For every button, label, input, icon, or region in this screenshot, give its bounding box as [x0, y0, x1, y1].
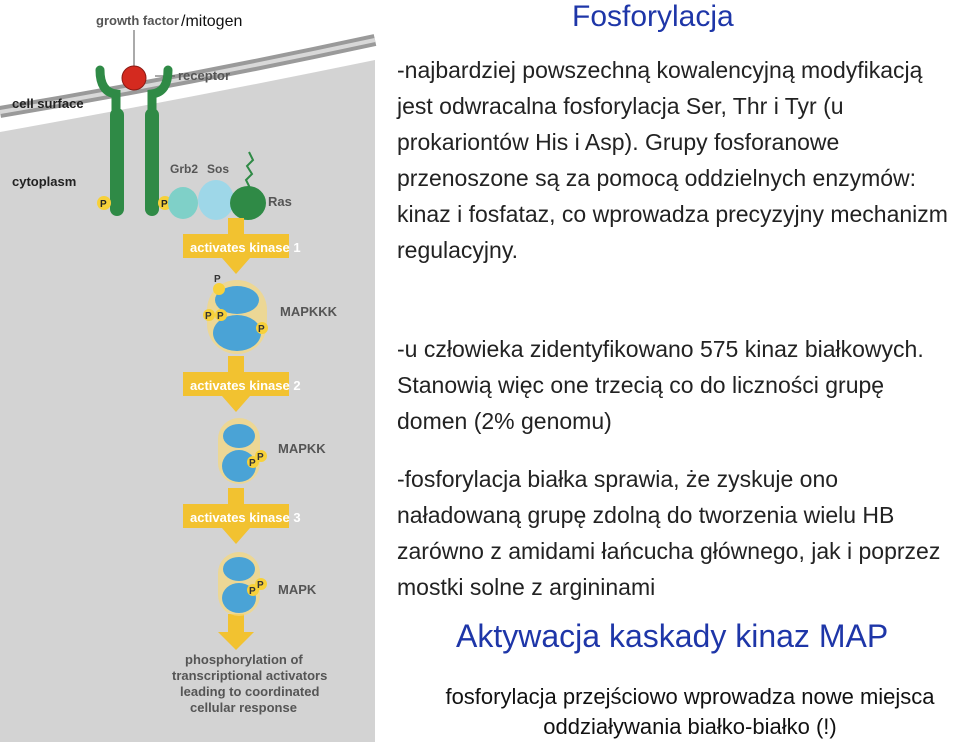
receptor-phospho-left: [97, 196, 111, 210]
grb2-label: Grb2: [170, 162, 198, 176]
response-line-2: transcriptional activators: [172, 668, 327, 683]
banner-kinase-3: [183, 504, 289, 528]
grb2-protein: [168, 187, 198, 219]
mapk-phospho-1: P: [249, 586, 256, 597]
mitogen-label: /mitogen: [181, 13, 243, 30]
growth-factor-ball: [121, 65, 147, 91]
response-line-4: cellular response: [190, 700, 297, 715]
mapkk-protein: [218, 418, 267, 484]
mapkkk-label: MAPKKK: [280, 304, 338, 319]
response-line-1: phosphorylation of: [185, 652, 303, 667]
ras-lipid-anchor: [244, 151, 255, 189]
mapkkk-phospho-2: P: [205, 311, 212, 322]
receptor-right-chain: [145, 108, 159, 216]
cytoplasm-region: [0, 60, 375, 742]
signaling-diagram: cell surface cytoplasm growth factor rec…: [0, 0, 380, 742]
paragraph-kinase-count: -u człowieka zidentyfikowano 575 kinaz b…: [397, 336, 924, 434]
response-line-3: leading to coordinated: [180, 684, 319, 699]
mapkkk-phospho-4: P: [258, 324, 265, 335]
mapkkk-phospho-1: P: [214, 274, 221, 285]
banner-kinase-2: [183, 372, 289, 396]
mapk-phospho-2: P: [257, 580, 264, 591]
mapkk-phospho-2: P: [257, 452, 264, 463]
banner-kinase-1: [183, 234, 289, 258]
mapkk-label: MAPKK: [278, 441, 326, 456]
arrow-column: activates kinase 1 activates kinase 2 ac…: [183, 218, 301, 650]
section-subtitle: Aktywacja kaskady kinaz MAP: [456, 618, 889, 654]
activates-kinase-1-label: activates kinase 1: [190, 240, 301, 255]
growth-factor-label: growth factor: [96, 13, 179, 28]
sos-protein: [198, 180, 234, 220]
receptor-left-chain: [110, 108, 124, 216]
activates-kinase-2-label: activates kinase 2: [190, 378, 301, 393]
mapkkk-protein: [203, 280, 268, 354]
receptor-right-arm: [147, 65, 173, 115]
ras-protein: [230, 186, 266, 220]
receptor-phospho-left-label: P: [100, 199, 107, 210]
mapkkk-phospho-3: P: [217, 311, 224, 322]
paragraph-hydrogen-bonds: -fosforylacja białka sprawia, że zyskuje…: [397, 466, 941, 600]
sos-label: Sos: [207, 162, 229, 176]
paragraph-phosphorylation: -najbardziej powszechną kowalencyjną mod…: [397, 57, 948, 263]
mapk-protein: [218, 552, 267, 616]
cell-surface-label: cell surface: [12, 96, 84, 111]
mapk-label: MAPK: [278, 582, 317, 597]
receptor-phospho-right-label: P: [161, 199, 168, 210]
receptor-left-arm: [95, 65, 121, 115]
mapkk-phospho-1: P: [249, 458, 256, 469]
page-title: Fosforylacja: [572, 0, 734, 33]
ras-label: Ras: [268, 194, 292, 209]
activates-kinase-3-label: activates kinase 3: [190, 510, 301, 525]
cell-membrane-inner: [0, 38, 376, 114]
receptor-label: receptor: [178, 68, 230, 83]
footnote: fosforylacja przejściowo wprowadza nowe …: [445, 684, 935, 739]
map-kinase-cascade-figure: cell surface cytoplasm growth factor rec…: [0, 13, 377, 742]
cytoplasm-label: cytoplasm: [12, 174, 76, 189]
